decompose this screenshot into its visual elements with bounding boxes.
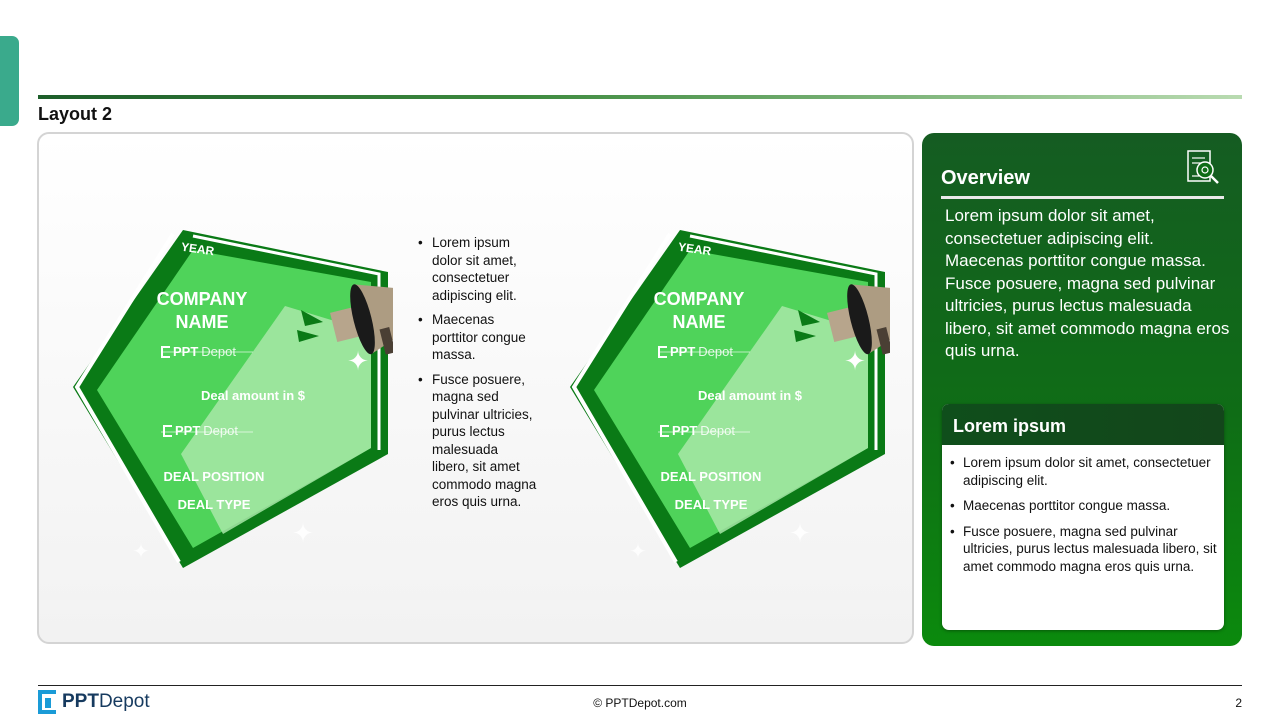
slide-title: Layout 2: [38, 104, 113, 124]
list-item: Lorem ipsum dolor sit amet, consectetuer…: [418, 234, 538, 304]
svg-text:✦: ✦: [630, 541, 647, 563]
brand-logo-icon: [161, 345, 170, 358]
lorem-ipsum-card: Lorem ipsum Lorem ipsum dolor sit amet, …: [942, 404, 1224, 630]
list-item: Fusce posuere, magna sed pulvinar ultric…: [418, 371, 538, 511]
list-item: Lorem ipsum dolor sit amet, consectetuer…: [950, 454, 1218, 489]
deal-type-label: DEAL TYPE: [177, 497, 251, 512]
document-search-icon: [1187, 150, 1219, 184]
overview-title: Overview: [941, 167, 1030, 189]
brand-logo-icon: [163, 424, 172, 437]
middle-bullet-list: Lorem ipsum dolor sit amet, consectetuer…: [418, 234, 538, 518]
pentagon-badge-graphic: ✦ ✦ ✦: [73, 230, 393, 568]
svg-text:✦: ✦: [347, 346, 369, 376]
deal-amount-label: Deal amount in $: [697, 388, 803, 403]
title-rule: [38, 95, 1242, 99]
footer-brand-logo: PPT Depot: [38, 688, 150, 716]
deal-amount-label: Deal amount in $: [200, 388, 306, 403]
page-number: 2: [1235, 696, 1242, 710]
overview-panel: Overview Lorem ipsum dolor sit amet, con…: [922, 133, 1242, 646]
footer-divider: [38, 685, 1242, 686]
svg-text:✦: ✦: [292, 518, 314, 548]
deal-type-label: DEAL TYPE: [674, 497, 748, 512]
list-item: Fusce posuere, magna sed pulvinar ultric…: [950, 523, 1218, 576]
overview-divider: [941, 196, 1224, 199]
svg-text:✦: ✦: [789, 518, 811, 548]
card-bullet-list: Lorem ipsum dolor sit amet, consectetuer…: [950, 454, 1218, 583]
brand-logo-icon: [660, 424, 669, 437]
card-header: [942, 404, 1224, 445]
card-title: Lorem ipsum: [953, 416, 1067, 436]
deal-position-label: DEAL POSITION: [163, 469, 265, 484]
pptdepot-logo-icon: [38, 690, 56, 714]
list-item: Maecenas porttitor congue massa.: [418, 311, 538, 364]
svg-text:✦: ✦: [844, 346, 866, 376]
list-item: Maecenas porttitor congue massa.: [950, 497, 1218, 515]
brand-logo-icon: [658, 345, 667, 358]
svg-text:✦: ✦: [133, 541, 150, 563]
overview-text: Lorem ipsum dolor sit amet, consectetuer…: [945, 206, 1230, 360]
company-name-label: COMPANY NAME: [653, 289, 745, 332]
pentagon-badge-graphic: ✦ ✦ ✦: [570, 230, 890, 568]
copyright-text: © PPTDepot.com: [593, 696, 687, 710]
section-tab: [0, 36, 19, 126]
deal-position-label: DEAL POSITION: [660, 469, 762, 484]
company-name-label: COMPANY NAME: [156, 289, 248, 332]
